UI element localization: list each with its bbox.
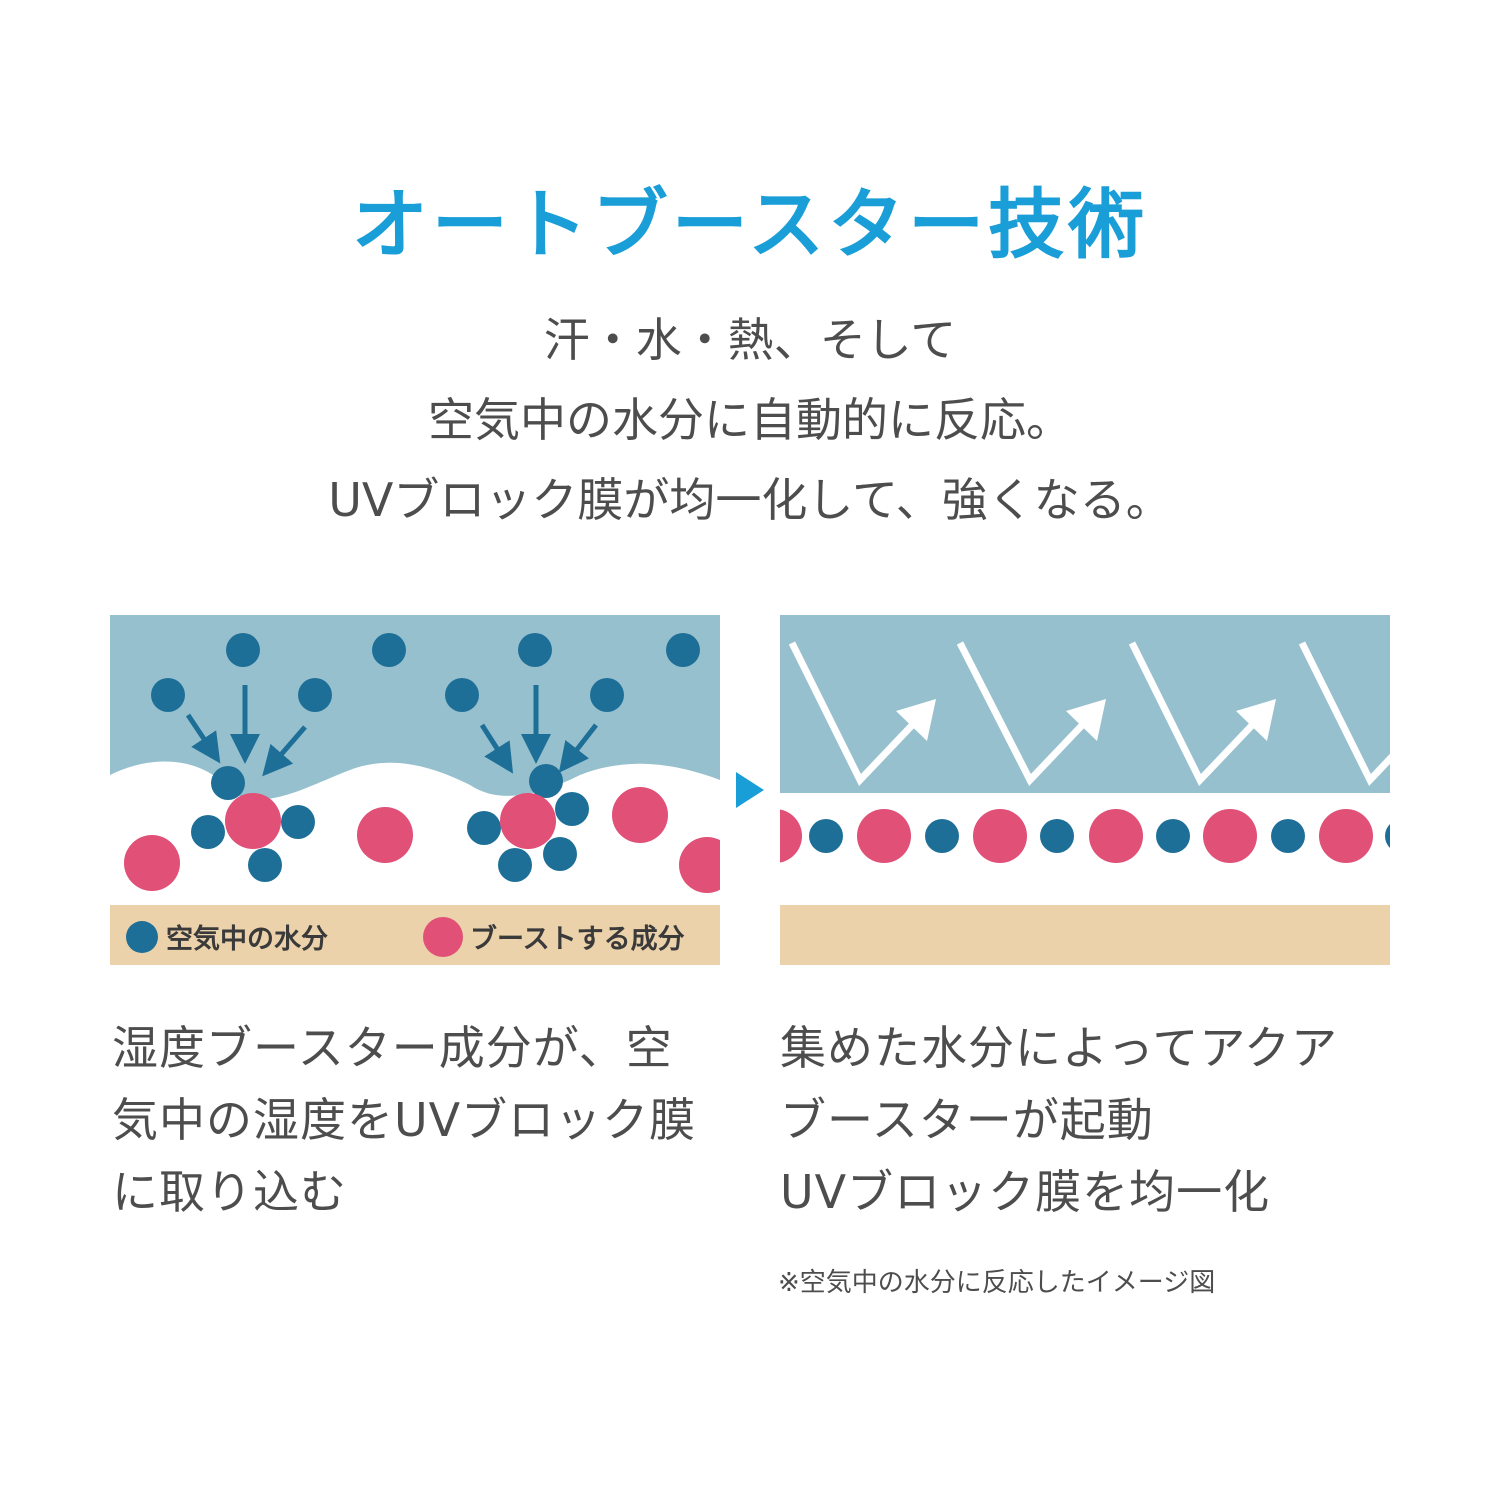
caption-before: 湿度ブースター成分が、空 気中の湿度をUVブロック膜 に取り込む bbox=[112, 1012, 696, 1228]
water-dot bbox=[1385, 823, 1390, 849]
lead-line-2: 空気中の水分に自動的に反応。 bbox=[428, 393, 1072, 447]
lead-line-3: UVブロック膜が均一化して、強くなる。 bbox=[328, 473, 1172, 527]
water-dot bbox=[1040, 819, 1074, 853]
boost-dot bbox=[357, 807, 413, 863]
water-dot bbox=[1156, 819, 1190, 853]
water-dot bbox=[1271, 819, 1305, 853]
reflect-arrowhead-2 bbox=[1066, 699, 1106, 741]
water-dot bbox=[248, 848, 282, 882]
boost-dot bbox=[225, 793, 281, 849]
reflect-arrow-2 bbox=[956, 641, 1091, 786]
caption-after-line-1: 集めた水分によってアクア bbox=[780, 1021, 1339, 1075]
arrow-down-4 bbox=[479, 723, 514, 774]
sky-layer bbox=[780, 615, 1390, 793]
uniform-film-dots bbox=[780, 809, 1390, 863]
legend-water-label: 空気中の水分 bbox=[166, 923, 328, 955]
reflect-arrowhead-3 bbox=[1236, 699, 1276, 741]
absorb-arrows bbox=[185, 685, 598, 777]
boost-dots bbox=[124, 787, 720, 893]
boost-dot bbox=[780, 809, 802, 863]
reflect-arrowheads bbox=[896, 699, 1276, 741]
boost-dot bbox=[857, 809, 911, 863]
boost-dot bbox=[500, 793, 556, 849]
water-dot bbox=[555, 792, 589, 826]
skin-layer bbox=[110, 905, 720, 965]
water-dot bbox=[226, 633, 260, 667]
page-title: オートブースター技術 bbox=[351, 180, 1149, 269]
water-dot bbox=[529, 764, 563, 798]
boost-dot bbox=[679, 837, 720, 893]
water-dot bbox=[281, 805, 315, 839]
boost-dot bbox=[612, 787, 668, 843]
caption-after-line-2: ブースターが起動 bbox=[780, 1093, 1154, 1147]
skin-layer bbox=[780, 905, 1390, 965]
boost-dot bbox=[1089, 809, 1143, 863]
water-dot bbox=[518, 633, 552, 667]
caption-after: 集めた水分によってアクア ブースターが起動 UVブロック膜を均一化 bbox=[780, 1012, 1338, 1228]
caption-before-line-2: 気中の湿度をUVブロック膜 bbox=[112, 1093, 697, 1147]
water-dot bbox=[467, 811, 501, 845]
legend: 空気中の水分 ブーストする成分 bbox=[126, 917, 685, 957]
water-dot bbox=[543, 837, 577, 871]
caption-after-line-3: UVブロック膜を均一化 bbox=[780, 1165, 1271, 1219]
boost-dot bbox=[1319, 809, 1373, 863]
reflect-arrowhead-1 bbox=[896, 699, 936, 741]
caption-before-line-1: 湿度ブースター成分が、空 bbox=[112, 1021, 673, 1075]
water-dot bbox=[590, 678, 624, 712]
lead-line-1: 汗・水・熱、そして bbox=[543, 313, 957, 367]
diagram-before-illustration: 空気中の水分 ブーストする成分 bbox=[110, 615, 720, 965]
diagram-after-illustration bbox=[780, 615, 1390, 965]
water-dot bbox=[298, 678, 332, 712]
reflect-arrow-1 bbox=[788, 641, 921, 787]
arrow-down-1 bbox=[185, 713, 221, 764]
water-dot bbox=[498, 848, 532, 882]
lead-text: 汗・水・熱、そして 空気中の水分に自動的に反応。 UVブロック膜が均一化して、強… bbox=[0, 300, 1500, 540]
water-dot bbox=[211, 766, 245, 800]
reflect-arrows bbox=[788, 641, 1390, 787]
water-dot bbox=[666, 633, 700, 667]
water-dots bbox=[151, 633, 700, 882]
water-dot bbox=[445, 678, 479, 712]
legend-boost-label: ブーストする成分 bbox=[470, 923, 685, 955]
water-dot bbox=[925, 819, 959, 853]
water-dot bbox=[151, 678, 185, 712]
reflect-arrow-3 bbox=[1128, 641, 1261, 787]
boost-dot bbox=[124, 835, 180, 891]
legend-water-swatch bbox=[126, 921, 158, 953]
water-dot bbox=[809, 819, 843, 853]
next-step-arrow-icon bbox=[736, 772, 764, 808]
reflect-arrow-4 bbox=[1298, 641, 1390, 787]
boost-dot bbox=[1203, 809, 1257, 863]
arrow-down-6 bbox=[558, 723, 598, 773]
water-dot bbox=[372, 633, 406, 667]
boost-dot bbox=[973, 809, 1027, 863]
arrow-down-3 bbox=[262, 725, 307, 777]
image-note: ※空気中の水分に反応したイメージ図 bbox=[778, 1268, 1216, 1298]
diagram-after bbox=[780, 615, 1390, 965]
diagram-before: 空気中の水分 ブーストする成分 bbox=[110, 615, 720, 965]
caption-before-line-3: に取り込む bbox=[112, 1165, 347, 1219]
water-dot bbox=[191, 815, 225, 849]
legend-boost-swatch bbox=[423, 917, 463, 957]
